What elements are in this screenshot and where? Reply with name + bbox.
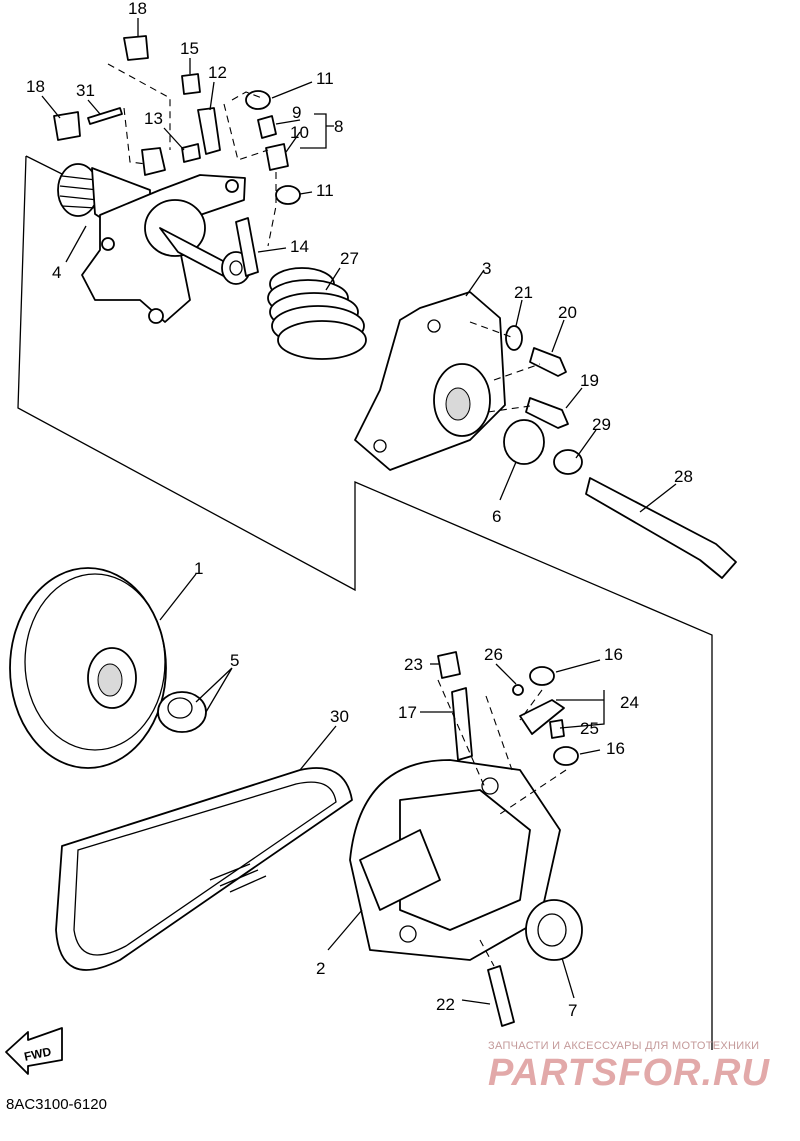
spacer-9	[257, 115, 277, 139]
washer-11-bottom	[275, 185, 301, 205]
bolt-28	[585, 477, 737, 579]
spring-27	[267, 267, 367, 360]
bolt-22	[487, 965, 515, 1027]
washer-16-bottom	[553, 746, 579, 766]
callout: 22	[436, 995, 455, 1014]
cap-3	[354, 291, 506, 471]
nut-15	[181, 73, 201, 95]
nut-23	[437, 651, 461, 679]
callout: 11	[316, 181, 334, 200]
callout: 26	[484, 645, 503, 664]
pin-26	[512, 684, 524, 696]
callout: 27	[340, 249, 359, 268]
callout: 9	[292, 103, 301, 122]
callout: 3	[482, 259, 491, 278]
washer-16-top	[529, 666, 555, 686]
callout: 4	[52, 263, 61, 282]
catalog-number: 8AC3100-6120	[6, 1096, 107, 1113]
callout: 12	[208, 63, 227, 82]
upper-small-parts	[53, 35, 301, 277]
callout: 10	[290, 123, 309, 142]
cover-hardware	[503, 325, 737, 579]
slider-5	[157, 691, 207, 733]
leader-lines	[41, 18, 677, 1005]
bolt-14	[235, 217, 259, 277]
callout: 16	[606, 739, 625, 758]
sliding-sheave-1	[9, 567, 167, 769]
callout: 17	[398, 703, 417, 722]
callout: 11	[316, 69, 334, 88]
pin-25	[549, 719, 565, 739]
callout: 28	[674, 467, 693, 486]
screw-13	[181, 143, 201, 163]
bushing-6	[503, 419, 545, 465]
fwd-label: FWD	[23, 1044, 53, 1063]
washer-21	[505, 325, 523, 351]
fwd-arrow-badge: FWD	[5, 1027, 63, 1075]
arm-24	[519, 699, 565, 735]
callout: 1	[194, 559, 203, 578]
bolt-19	[525, 397, 569, 429]
weight-18-top	[123, 35, 149, 61]
callout: 15	[180, 39, 199, 58]
callout: 25	[580, 719, 599, 738]
callout: 14	[290, 237, 309, 256]
washer-11-top	[245, 90, 271, 110]
callout: 20	[558, 303, 577, 322]
callout: 19	[580, 371, 599, 390]
ring-29	[553, 449, 583, 475]
alignment-lines	[107, 63, 567, 967]
callout: 31	[76, 81, 95, 100]
callout: 13	[144, 109, 163, 128]
callout-labels: 18 15 12 18 31 13 11 9 10 8 11 4 14 27 3…	[26, 0, 693, 1020]
collar-12	[197, 107, 221, 155]
lower-small-parts	[437, 651, 579, 1027]
fixed-sheave-hub	[57, 147, 251, 324]
watermark-tagline: ЗАПЧАСТИ И АКСЕССУАРЫ ДЛЯ МОТОТЕХНИКИ	[488, 1040, 760, 1052]
callout: 2	[316, 959, 325, 978]
callout: 18	[128, 0, 147, 18]
v-belt-30	[55, 767, 353, 971]
callout: 16	[604, 645, 623, 664]
callout: 21	[514, 283, 533, 302]
callout: 30	[330, 707, 349, 726]
pin-31	[87, 107, 123, 125]
callout: 8	[334, 117, 343, 136]
bushing-7	[525, 899, 583, 961]
callout: 29	[592, 415, 611, 434]
watermark-brand-logo: PARTSFOR.RU	[488, 1052, 770, 1094]
callout: 7	[568, 1001, 577, 1020]
callout: 5	[230, 651, 239, 670]
callout: 24	[620, 693, 639, 712]
collar-17	[451, 687, 473, 761]
secondary-sheave-2	[349, 759, 583, 961]
bolt-20	[529, 347, 567, 377]
weight-18-left	[53, 111, 81, 141]
callout: 6	[492, 507, 501, 526]
callout: 23	[404, 655, 423, 674]
spacer-10	[265, 143, 289, 171]
callout: 18	[26, 77, 45, 96]
